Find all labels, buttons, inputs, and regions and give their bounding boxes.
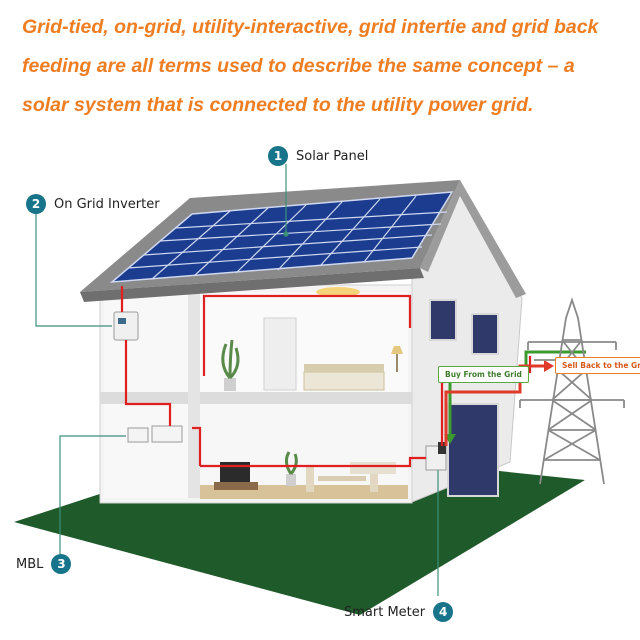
solar-grid-lines (127, 195, 448, 280)
callout-mbl: MBL 3 (16, 554, 72, 574)
sideboard (350, 462, 396, 474)
side-glass-door (447, 403, 499, 497)
roof-ridge-gable (420, 180, 526, 298)
side-window-2 (471, 313, 499, 355)
buy-from-grid-label: Buy From the Grid (438, 366, 529, 383)
inner-wall (188, 292, 200, 498)
callout-number-3: 3 (51, 554, 72, 574)
side-window-1 (429, 299, 457, 341)
plant-pot (224, 378, 236, 391)
callout-label-smart-meter: Smart Meter (344, 604, 426, 620)
plant-leaves (221, 339, 240, 380)
inverter-box (113, 311, 139, 341)
plant-pot-2 (286, 474, 296, 486)
callout-label-mbl: MBL (16, 556, 44, 572)
callout-label-on-grid-inverter: On Grid Inverter (54, 196, 160, 212)
upper-left-room (104, 292, 188, 392)
callout-solar-panel: 1 Solar Panel (268, 146, 368, 166)
callout-number-2: 2 (26, 194, 46, 214)
inverter-display (118, 318, 126, 324)
transmission-tower (519, 297, 625, 485)
lower-left-room (104, 404, 188, 498)
callout-on-grid-inverter: 2 On Grid Inverter (26, 194, 160, 214)
tv-stand (214, 482, 258, 490)
dining-table (318, 476, 366, 481)
sell-arrow-head (544, 360, 554, 372)
plant-leaves-2 (284, 451, 298, 475)
floor-slab (100, 392, 412, 404)
mbl-box-2 (151, 425, 183, 443)
door (263, 317, 297, 391)
callout-label-solar-panel: Solar Panel (296, 148, 369, 164)
callout-number-1: 1 (268, 146, 288, 166)
bed-headboard (304, 364, 384, 372)
solar-array (109, 191, 454, 283)
meter-box-2 (438, 442, 446, 454)
chair-2 (370, 466, 378, 492)
roof-edge (80, 268, 424, 302)
callout-number-4: 4 (433, 602, 454, 622)
ceiling-lamp (316, 287, 360, 297)
callout-smart-meter: Smart Meter 4 (344, 602, 454, 622)
headline: Grid-tied, on-grid, utility-interactive,… (22, 16, 599, 116)
sell-back-to-grid-label: Sell Back to the Grid (555, 357, 640, 374)
leader-lines (35, 164, 439, 596)
bed (303, 371, 385, 391)
chair-1 (306, 466, 314, 492)
mbl-box (127, 427, 149, 443)
lamp-shade (391, 346, 403, 354)
